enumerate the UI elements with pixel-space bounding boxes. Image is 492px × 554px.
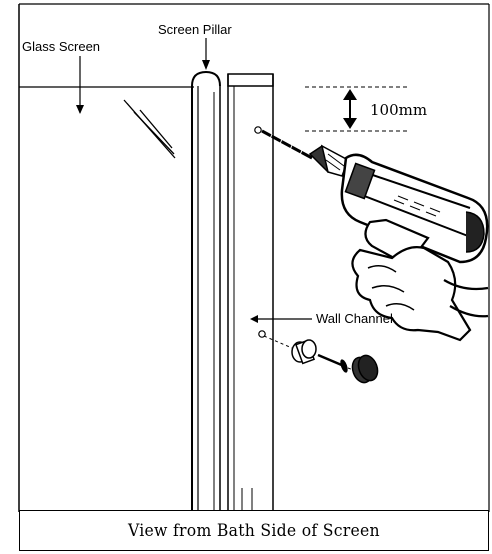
- wall-channel-label: Wall Channel: [316, 311, 393, 326]
- wall-channel: [227, 73, 274, 512]
- drill-hole-top: [254, 126, 262, 134]
- cover-cap: [351, 354, 379, 384]
- diagram-caption: View from Bath Side of Screen: [128, 520, 380, 541]
- drill-hand: [351, 218, 489, 342]
- wall-channel-arrowhead: [250, 315, 258, 323]
- drill-chuck: [308, 144, 349, 177]
- dimension-arrow-up: [343, 89, 357, 100]
- screen-pillar: [191, 70, 221, 512]
- glass-screen-label: Glass Screen: [22, 39, 101, 54]
- drill-bit: [261, 129, 313, 160]
- drill-body: [340, 153, 489, 264]
- wall-plug: [291, 339, 317, 365]
- drill-hole-bottom: [258, 330, 266, 338]
- screen-pillar-label: Screen Pillar: [158, 22, 232, 37]
- glass-screen-arrowhead: [76, 105, 84, 114]
- caption-box: View from Bath Side of Screen: [19, 510, 489, 551]
- dimension-label: 100mm: [370, 101, 428, 119]
- fixing-screw: [317, 353, 348, 373]
- glass-reflection-marks: [123, 99, 176, 159]
- fixing-guide-line: [263, 335, 293, 349]
- dimension-arrow-down: [343, 118, 357, 129]
- screen-pillar-arrowhead: [202, 60, 210, 70]
